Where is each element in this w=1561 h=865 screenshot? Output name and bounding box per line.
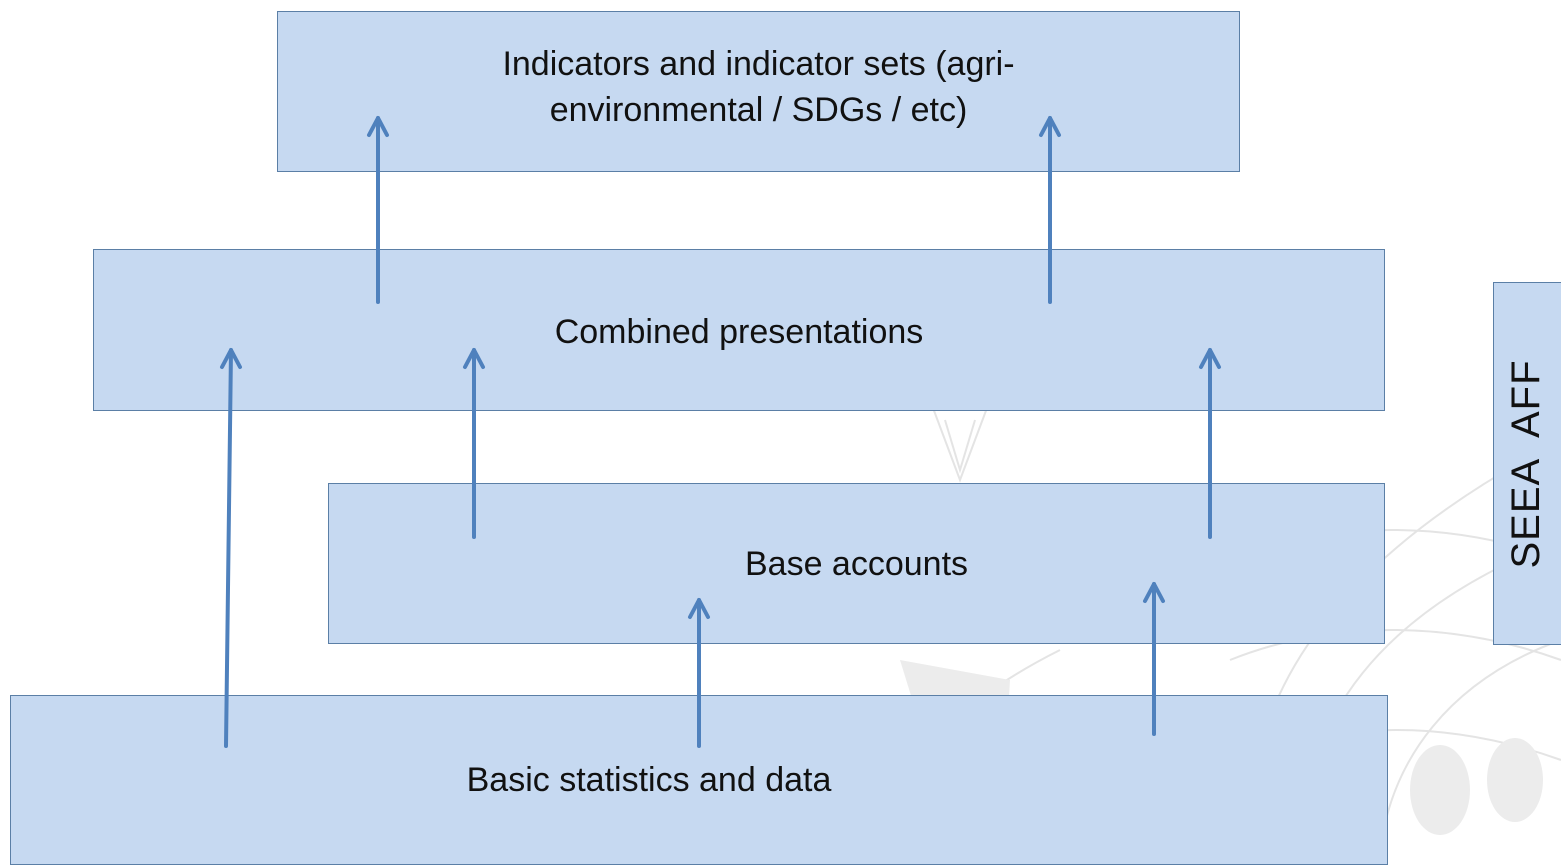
combined-presentations-box: Combined presentations — [93, 249, 1385, 411]
basic-statistics-label: Basic statistics and data — [466, 761, 832, 799]
indicators-box: Indicators and indicator sets (agri-envi… — [277, 11, 1240, 172]
seea-aff-side-box: SEEA AFF — [1493, 282, 1561, 645]
arrow-basic-to-base-right — [1143, 582, 1165, 736]
combined-presentations-label: Combined presentations — [554, 313, 924, 351]
arrow-basic-to-combined — [220, 348, 242, 748]
arrow-basic-to-base-left — [688, 598, 710, 748]
indicators-label: Indicators and indicator sets (agri-envi… — [502, 45, 1015, 129]
base-accounts-label: Base accounts — [744, 545, 969, 583]
arrow-base-to-combined-left — [463, 348, 485, 539]
arrow-combined-to-indicators-left — [367, 116, 389, 304]
arrow-base-to-combined-right — [1199, 348, 1221, 539]
arrow-combined-to-indicators-right — [1039, 116, 1061, 304]
